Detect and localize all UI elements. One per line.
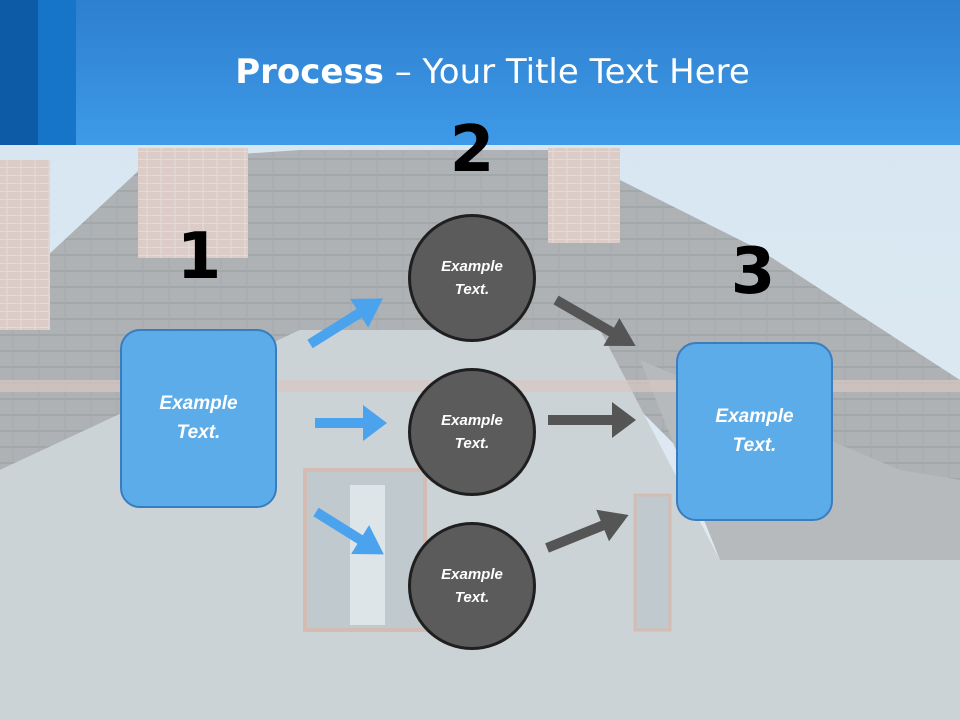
slide-title[interactable]: Process – Your Title Text Here — [0, 52, 960, 92]
step-2-circle-top[interactable]: Example Text. — [408, 214, 536, 342]
arrow-down-right — [313, 507, 384, 555]
circle-text: Example Text. — [441, 411, 503, 452]
arrow-right-blue — [315, 405, 387, 441]
gray-arrows — [545, 295, 636, 553]
step-1-text: Example Text. — [159, 393, 238, 443]
circle-text: Example Text. — [441, 565, 503, 606]
arrow-gray-up-right — [545, 509, 629, 553]
step-2-circle-middle[interactable]: Example Text. — [408, 368, 536, 496]
arrow-gray-right — [548, 402, 636, 438]
arrow-up-right — [307, 298, 383, 349]
step-number-1: 1 — [176, 220, 222, 294]
step-number-2: 2 — [449, 113, 495, 187]
circle-text: Example Text. — [441, 257, 503, 298]
arrow-gray-down-right — [553, 295, 636, 346]
step-2-circle-bottom[interactable]: Example Text. — [408, 522, 536, 650]
title-bold: Process — [235, 52, 384, 92]
header-bar — [0, 0, 960, 145]
step-3-text: Example Text. — [715, 406, 794, 456]
step-number-3: 3 — [730, 235, 776, 309]
header-accent-stripe — [0, 0, 38, 145]
title-rest: – Your Title Text Here — [383, 52, 750, 92]
header-accent-stripe — [38, 0, 76, 145]
step-3-box[interactable]: Example Text. — [676, 342, 833, 521]
step-1-box[interactable]: Example Text. — [120, 329, 277, 508]
blue-arrows — [307, 298, 387, 555]
